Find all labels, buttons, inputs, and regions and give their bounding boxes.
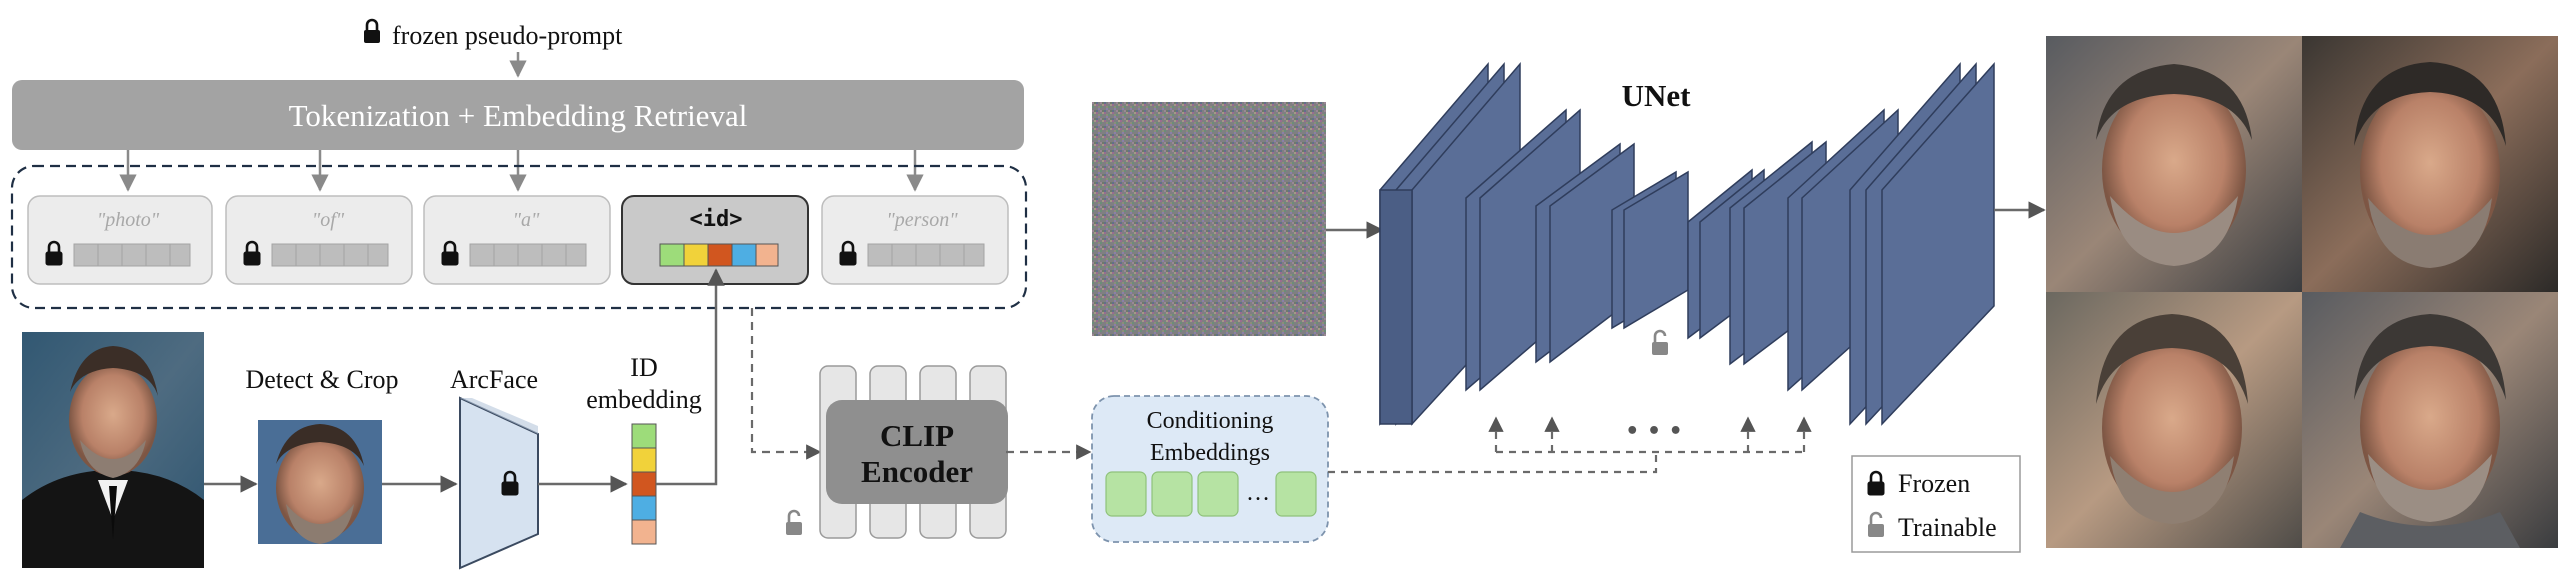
tokenization-bar bbox=[12, 80, 1024, 150]
conditioning-embeddings: Conditioning Embeddings … bbox=[1091, 395, 1329, 543]
token-person-label: "person" bbox=[886, 209, 958, 231]
clip-unlock-icon bbox=[786, 509, 802, 535]
conditioning-label-line2: Embeddings bbox=[1150, 440, 1270, 466]
legend-frozen-label: Frozen bbox=[1898, 469, 1970, 498]
legend: Frozen Trainable bbox=[1851, 455, 2021, 553]
output-image-3 bbox=[2046, 292, 2302, 548]
output-image-4 bbox=[2302, 292, 2558, 548]
token-photo: "photo" bbox=[27, 195, 213, 285]
clip-label-line2: Encoder bbox=[861, 454, 973, 489]
unet-blocks bbox=[1379, 61, 1995, 426]
output-image-2 bbox=[2302, 36, 2558, 292]
token-a: "a" bbox=[423, 195, 611, 285]
conditioning-label-line1: Conditioning bbox=[1147, 408, 1274, 434]
clip-label-line1: CLIP bbox=[880, 418, 954, 453]
id-token-embedding bbox=[659, 243, 779, 267]
tokens-to-clip-arrow bbox=[750, 308, 822, 460]
detect-crop-label: Detect & Crop bbox=[245, 365, 398, 394]
id-embedding-vector bbox=[631, 423, 657, 545]
token-id-label: <id> bbox=[690, 207, 743, 232]
legend-trainable-label: Trainable bbox=[1898, 513, 1997, 542]
token-id: <id> bbox=[621, 195, 809, 285]
token-arrows bbox=[119, 150, 924, 192]
token-of: "of" bbox=[225, 195, 413, 285]
unet-ellipsis: • • • bbox=[1625, 419, 1683, 444]
cropped-face bbox=[258, 420, 382, 544]
unet-label: UNet bbox=[1622, 78, 1692, 113]
frozen-pseudo-prompt-label: frozen pseudo-prompt bbox=[392, 21, 623, 50]
conditioning-to-unet-arrows bbox=[1328, 416, 1812, 474]
clip-encoder: CLIP Encoder bbox=[819, 365, 1008, 539]
output-image-1 bbox=[2046, 36, 2302, 292]
token-photo-label: "photo" bbox=[97, 209, 160, 231]
input-photo bbox=[22, 332, 204, 568]
id-embedding-label-line1: ID bbox=[630, 353, 657, 382]
unet-unlock-icon bbox=[1652, 329, 1668, 355]
arcface-label: ArcFace bbox=[450, 365, 538, 394]
tokenization-label: Tokenization + Embedding Retrieval bbox=[289, 98, 748, 133]
token-person: "person" bbox=[821, 195, 1009, 285]
id-embedding-label-line2: embedding bbox=[586, 385, 702, 414]
token-of-label: "of" bbox=[312, 209, 345, 231]
legend-unlock-icon bbox=[1868, 511, 1884, 537]
token-a-label: "a" bbox=[513, 209, 540, 231]
token-container bbox=[10, 164, 1028, 310]
noise-latent-image bbox=[1092, 102, 1326, 336]
id-to-token-arrow bbox=[656, 268, 725, 486]
conditioning-ellipsis: … bbox=[1246, 480, 1270, 506]
frozen-lock-icon bbox=[364, 18, 380, 43]
